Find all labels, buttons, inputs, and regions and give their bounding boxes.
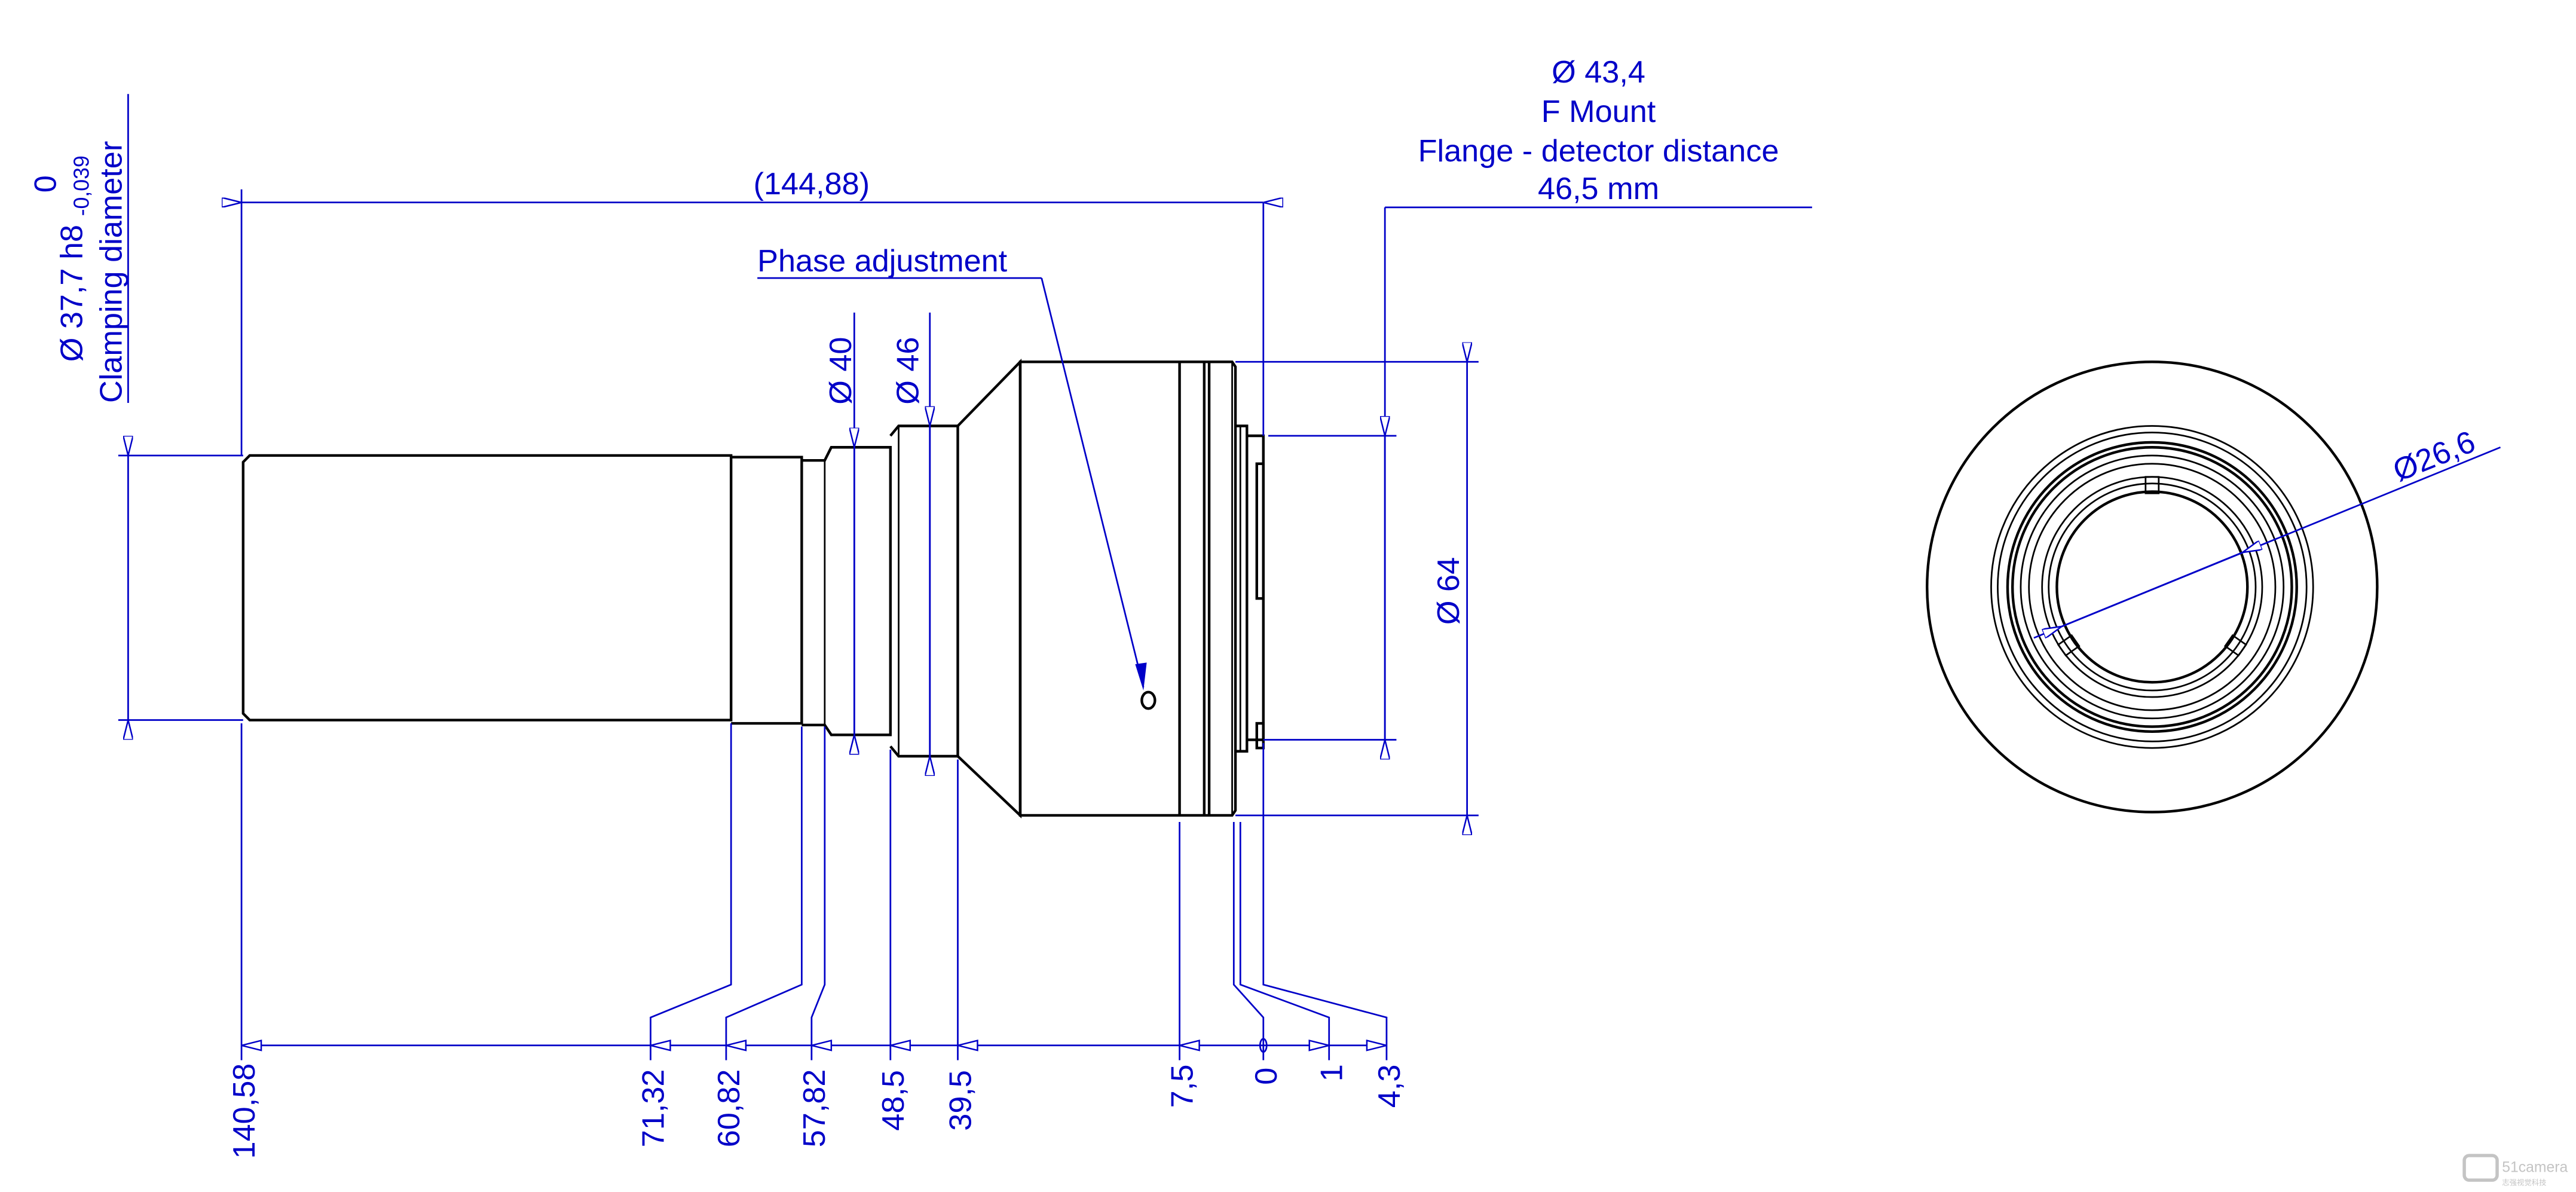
f-mount-dimension: Ø 43,4 F Mount Flange - detector distanc… (1263, 55, 1812, 739)
arrowhead (1308, 1039, 1330, 1052)
watermark-subtitle: 志强视觉科技 (2502, 1178, 2546, 1187)
clamping-caption: Clamping diameter (94, 141, 129, 403)
bore-diameter-label: Ø26,6 (2388, 424, 2480, 488)
arrowhead (890, 1039, 911, 1052)
position-label: 39,5 (943, 1070, 978, 1131)
tolerance-lower: -0,039 (69, 155, 93, 216)
position-label: 71,32 (636, 1069, 671, 1148)
flange-distance-value: 46,5 mm (1538, 172, 1659, 206)
lens-side-outline (241, 358, 1265, 819)
mount-diameter-label: Ø 43,4 (1552, 55, 1645, 90)
watermark-logo: 51camera 志强视觉科技 (2462, 1154, 2568, 1187)
arrowhead (650, 1039, 671, 1052)
tolerance-upper: 0 (28, 175, 63, 192)
position-label: 60,82 (712, 1069, 747, 1148)
position-label: 1 (1315, 1064, 1350, 1081)
phase-adjustment-label: Phase adjustment (757, 244, 1007, 279)
phase-adjustment-callout: Phase adjustment (757, 244, 1147, 691)
mount-name-label: F Mount (1541, 94, 1656, 129)
position-label: 57,82 (797, 1069, 832, 1148)
diameter-40-label: Ø 40 (824, 337, 858, 405)
watermark-brand: 51camera (2502, 1159, 2568, 1175)
svg-text:Ø 37,7 h8 -0,039: Ø 37,7 h8 -0,039 (54, 155, 93, 362)
position-label: 4,3 (1372, 1065, 1407, 1108)
lens-front-view (1926, 360, 2379, 814)
diameter-40-dimension: Ø 40 (824, 312, 858, 735)
position-label: 0 (1249, 1068, 1284, 1085)
position-label: 7,5 (1165, 1065, 1200, 1108)
clamping-diameter-value: 37,7 h8 (54, 225, 89, 329)
diameter-symbol: Ø (54, 338, 89, 362)
clamping-diameter-dimension: Ø 37,7 h8 -0,039 0 Clamping diameter (28, 94, 243, 720)
position-label: 48,5 (876, 1070, 911, 1131)
overall-length-dimension: (144,88) (241, 167, 1263, 456)
diameter-64-label: Ø 64 (1431, 557, 1466, 625)
arrowhead (1366, 1039, 1387, 1052)
overall-length-label: (144,88) (754, 167, 870, 201)
phase-adjustment-hole (1140, 690, 1157, 710)
position-label: 140,58 (227, 1063, 262, 1159)
diameter-46-label: Ø 46 (891, 337, 926, 405)
arrowhead (241, 1039, 262, 1052)
arrowhead (726, 1039, 747, 1052)
diameter-46-dimension: Ø 46 (891, 312, 930, 756)
flange-distance-caption: Flange - detector distance (1418, 134, 1779, 169)
arrowhead (957, 1039, 978, 1052)
position-dimensions: 140,58 71,32 60,82 57,82 48,5 39,5 7,5 0… (227, 723, 1407, 1159)
arrowhead (1179, 1039, 1200, 1052)
arrowhead (811, 1039, 833, 1052)
diameter-64-dimension: Ø 64 (1235, 362, 1479, 815)
